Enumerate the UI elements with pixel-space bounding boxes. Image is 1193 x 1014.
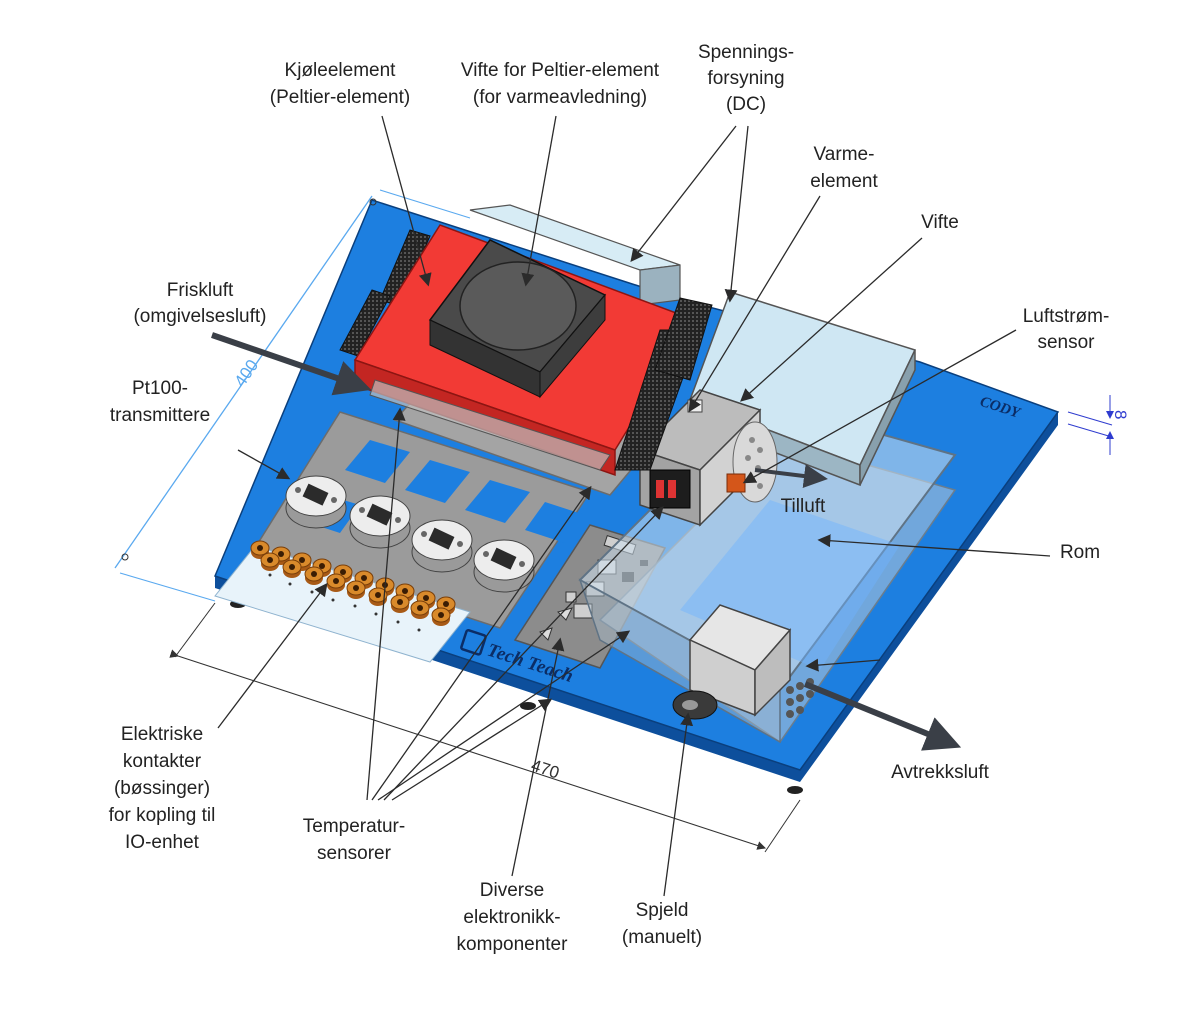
label-elektriske-3: (bøssinger) bbox=[114, 778, 210, 799]
label-varme-1: Varme- bbox=[814, 144, 875, 165]
banana-socket bbox=[292, 552, 312, 571]
label-spenning-3: (DC) bbox=[726, 94, 766, 115]
callout-labels: Kjøleelement (Peltier-element) Vifte for… bbox=[109, 42, 1110, 955]
label-kjoleelement-1: Kjøleelement bbox=[285, 60, 397, 81]
banana-socket bbox=[368, 587, 388, 606]
label-friskluft-2: (omgivelsesluft) bbox=[133, 306, 266, 327]
leader-lines bbox=[217, 115, 1051, 897]
label-pt100-2: transmittere bbox=[110, 405, 210, 426]
label-vifte-peltier-2: (for varmeavledning) bbox=[473, 87, 647, 108]
label-diverse-2: elektronikk- bbox=[463, 907, 560, 928]
label-temp-2: sensorer bbox=[317, 843, 392, 864]
connector-label-strip bbox=[214, 545, 471, 663]
pt100-transmitter bbox=[349, 495, 411, 549]
banana-socket bbox=[431, 607, 451, 626]
banana-socket bbox=[282, 559, 302, 578]
banana-socket bbox=[346, 580, 366, 599]
label-luftstrom-2: sensor bbox=[1037, 332, 1095, 353]
supply-air-arrow bbox=[754, 464, 828, 488]
label-pt100-1: Pt100- bbox=[132, 378, 188, 399]
label-elektriske-2: kontakter bbox=[123, 751, 202, 772]
banana-socket bbox=[326, 573, 346, 592]
label-elektriske-5: IO-enhet bbox=[125, 832, 200, 853]
label-spenning-2: forsyning bbox=[707, 68, 784, 89]
label-elektriske-1: Elektriske bbox=[121, 724, 203, 745]
pt100-transmitters bbox=[285, 475, 535, 593]
power-supply bbox=[689, 291, 917, 487]
label-temp-1: Temperatur- bbox=[303, 816, 405, 837]
banana-socket bbox=[410, 600, 430, 619]
pt100-transmitter bbox=[473, 539, 535, 593]
label-rom: Rom bbox=[1060, 542, 1100, 563]
fresh-air-arrow bbox=[211, 332, 372, 396]
label-spjeld-2: (manuelt) bbox=[622, 927, 702, 948]
label-tilluft: Tilluft bbox=[781, 496, 826, 517]
label-elektriske-4: for kopling til bbox=[109, 805, 216, 826]
banana-socket bbox=[260, 552, 280, 571]
pt100-transmitter bbox=[285, 475, 347, 529]
pt100-transmitter bbox=[411, 519, 473, 573]
power-supply-rear bbox=[469, 204, 681, 306]
peltier-fan bbox=[428, 239, 607, 399]
banana-sockets bbox=[250, 540, 456, 626]
label-kjoleelement-2: (Peltier-element) bbox=[270, 87, 410, 108]
label-spjeld-1: Spjeld bbox=[636, 900, 689, 921]
label-varme-2: element bbox=[810, 171, 878, 192]
banana-socket bbox=[390, 594, 410, 613]
label-diverse-3: komponenter bbox=[457, 934, 569, 955]
airflow-sensor-marker bbox=[726, 473, 746, 493]
banana-socket bbox=[304, 566, 324, 585]
label-spenning-1: Spennings- bbox=[698, 42, 794, 63]
label-friskluft-1: Friskluft bbox=[167, 280, 234, 301]
label-vifte-peltier-1: Vifte for Peltier-element bbox=[461, 60, 660, 81]
label-luftstrom-1: Luftstrøm- bbox=[1023, 306, 1110, 327]
dimension-thickness: 8 bbox=[1067, 395, 1130, 455]
exhaust-air-arrow bbox=[803, 681, 962, 751]
label-diverse-1: Diverse bbox=[480, 880, 544, 901]
label-avtrekk: Avtrekksluft bbox=[891, 762, 990, 783]
dimension-thickness-value: 8 bbox=[1111, 410, 1130, 419]
label-vifte: Vifte bbox=[921, 212, 959, 233]
